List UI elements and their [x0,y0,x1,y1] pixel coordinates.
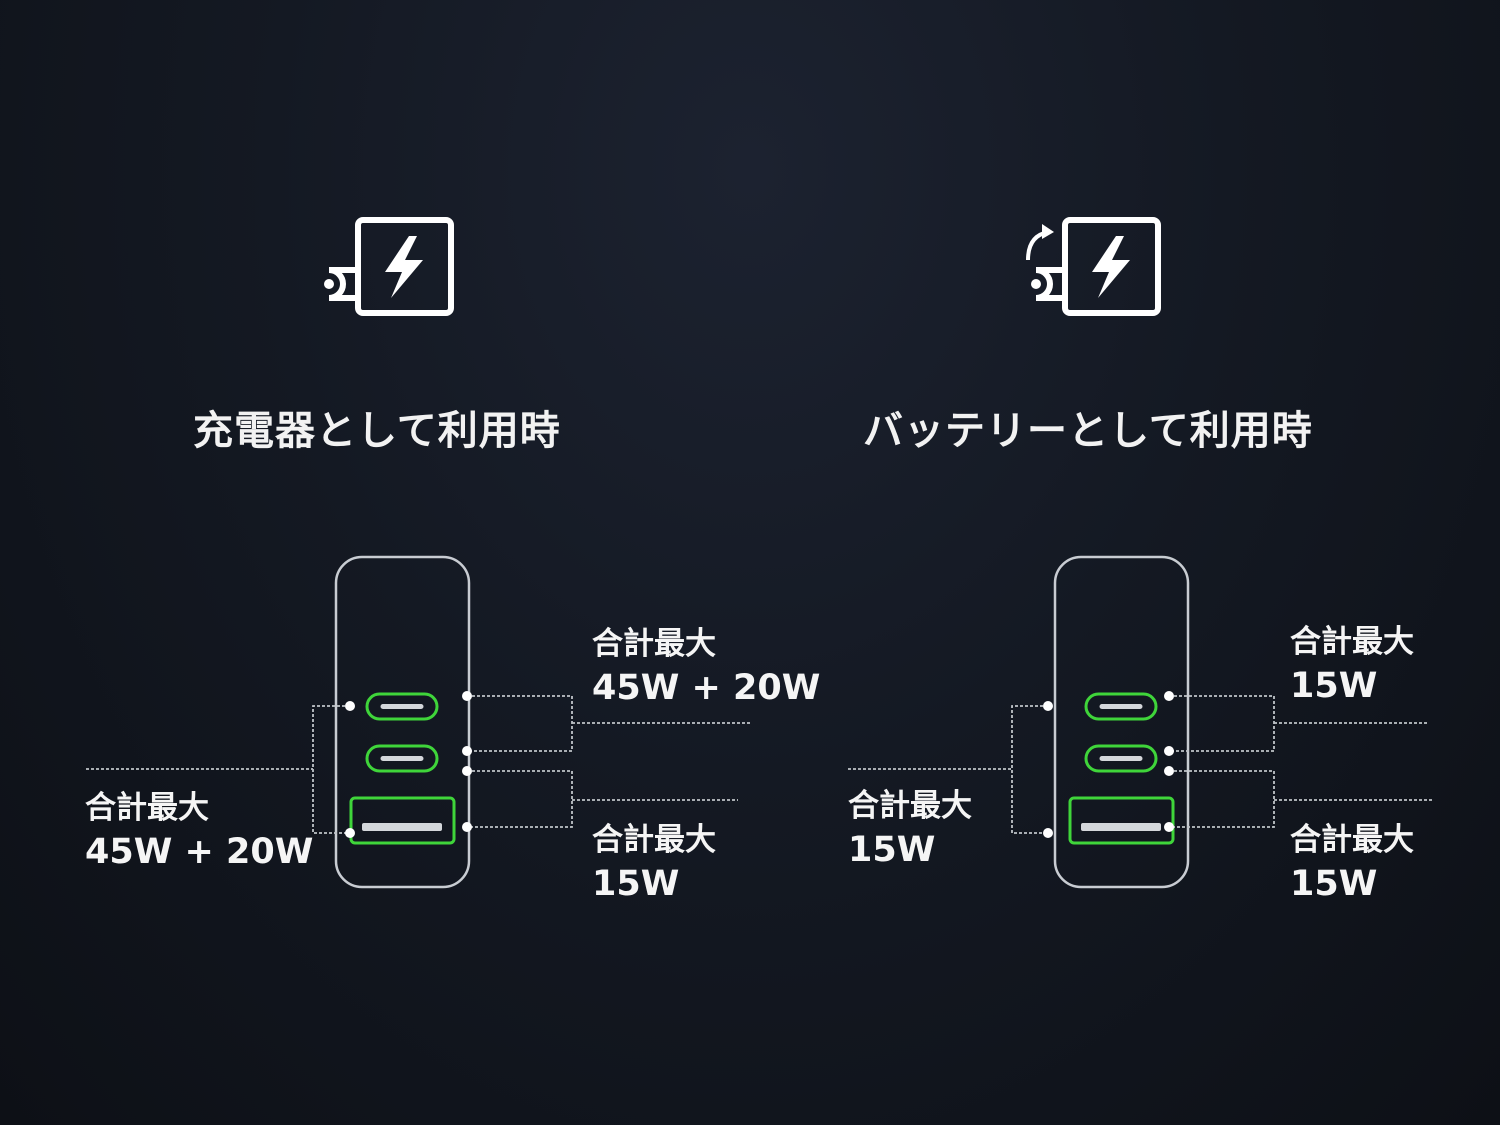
label-value: 15W [592,864,680,904]
charger-port-diagram [86,555,750,889]
charger-body-outline [334,555,471,889]
battery-mode-panel: バッテリーとして利用時 合計最大 15W 合計最大 1 [750,0,1500,1125]
right-bottom-total-label: 合計最大 15W [1290,820,1414,908]
usb-c-port [365,744,439,773]
usb-c-port [1084,692,1158,721]
label-value: 15W [1290,864,1378,904]
left-total-label: 合計最大 15W [848,786,972,874]
panel-title: バッテリーとして利用時 [863,408,1313,454]
label-title: 合計最大 [848,788,972,824]
label-title: 合計最大 [592,822,716,858]
battery-port-diagram [848,555,1434,889]
charger-mode-panel: 充電器として利用時 合計最大 45W + 20W 合計最大 [85,217,750,908]
right-bottom-total-label: 合計最大 15W [592,820,716,908]
panel-title: 充電器として利用時 [193,408,561,454]
label-title: 合計最大 [85,790,209,826]
label-value: 15W [1290,666,1378,706]
usb-c-port [365,692,439,721]
charger-body-outline [1053,555,1190,889]
right-top-total-label: 合計最大 45W + 20W [592,624,820,712]
battery-rotating-plug-lightning-icon [1026,217,1161,316]
label-value: 45W + 20W [592,668,821,708]
charger-plug-lightning-icon [324,217,454,316]
label-title: 合計最大 [1290,822,1414,858]
usb-a-port [1068,796,1175,845]
label-title: 合計最大 [592,626,716,662]
right-top-total-label: 合計最大 15W [1290,622,1414,710]
label-value: 15W [848,830,936,870]
usb-c-port [1084,744,1158,773]
left-total-label: 合計最大 45W + 20W [85,788,313,876]
label-value: 45W + 20W [85,832,314,872]
label-title: 合計最大 [1290,624,1414,660]
usb-a-port [349,796,456,845]
